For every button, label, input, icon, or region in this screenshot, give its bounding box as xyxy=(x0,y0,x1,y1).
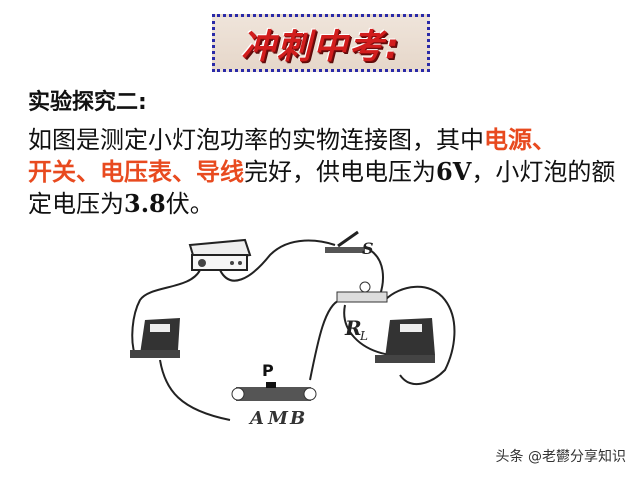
slider-label: P xyxy=(262,361,274,380)
terminal-b-label: B xyxy=(289,408,305,429)
power-supply-icon xyxy=(188,238,252,271)
rheostat-icon: P A M B xyxy=(231,361,317,429)
ammeter-icon xyxy=(130,318,180,358)
switch-label: S xyxy=(362,239,374,258)
supply-voltage: 6V xyxy=(436,157,472,186)
switch-icon: S xyxy=(325,230,374,258)
paragraph-text-3: ，小灯泡的额定电压为 xyxy=(28,158,616,218)
rated-voltage: 3.8 xyxy=(124,189,166,218)
lamp-icon: R L xyxy=(336,281,388,343)
circuit-diagram: S R L P A M B xyxy=(130,230,456,429)
lamp-label: R xyxy=(344,316,362,340)
problem-paragraph: 如图是测定小灯泡功率的实物连接图，其中电源、 开关、电压表、导线完好，供电电压为… xyxy=(28,124,618,220)
terminal-a-label: A xyxy=(248,408,264,429)
highlight-components: 开关、电压表、导线 xyxy=(28,158,244,186)
title-banner: 冲刺中考: xyxy=(212,14,430,72)
paragraph-text-4: 伏。 xyxy=(165,190,214,218)
voltmeter-icon xyxy=(375,318,435,363)
lamp-label-subscript: L xyxy=(359,329,368,343)
section-heading: 实验探究二: xyxy=(28,90,147,115)
paragraph-text-2: 完好，供电电压为 xyxy=(244,158,436,186)
watermark: 头条 @老鬰分享知识 xyxy=(495,449,626,465)
highlight-power-source: 电源、 xyxy=(484,126,556,154)
paragraph-text-1: 如图是测定小灯泡功率的实物连接图，其中 xyxy=(28,126,484,154)
banner-title: 冲刺中考: xyxy=(241,26,401,67)
terminal-m-label: M xyxy=(267,408,289,429)
